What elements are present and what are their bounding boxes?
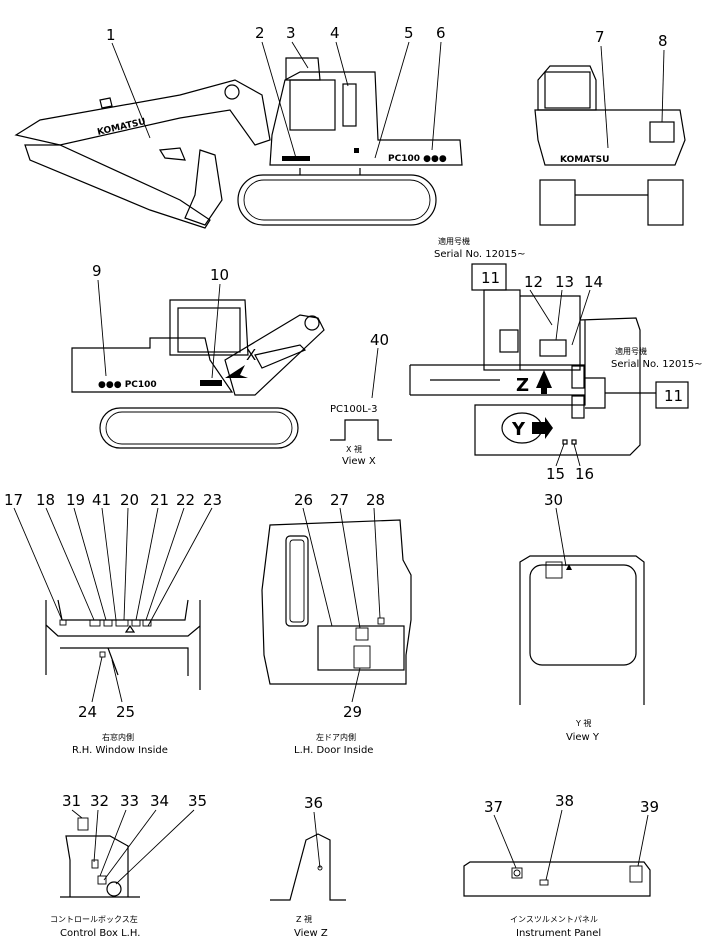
callout-40: 40 bbox=[370, 331, 389, 349]
callout-11a: 11 bbox=[481, 269, 500, 287]
rh-window-caption: R.H. Window Inside bbox=[72, 745, 168, 756]
callout-12: 12 bbox=[524, 273, 543, 291]
control-box-caption: Control Box L.H. bbox=[60, 928, 140, 939]
callout-5: 5 bbox=[404, 24, 414, 42]
view-x-arrow-label: X bbox=[246, 346, 256, 364]
callout-35: 35 bbox=[188, 792, 207, 810]
view-z-caption: View Z bbox=[294, 928, 328, 939]
serial-note-2: Serial No. 12015~ bbox=[611, 359, 702, 370]
view-z-arrow-label: Z bbox=[516, 375, 529, 396]
top-view-detail: 適用号機 Serial No. 12015~ 11 11 Z Y 適用号機 Se… bbox=[409, 236, 702, 483]
callout-32: 32 bbox=[90, 792, 109, 810]
callout-19: 19 bbox=[66, 491, 85, 509]
callout-7: 7 bbox=[595, 28, 605, 46]
view-x-caption: View X bbox=[342, 456, 376, 467]
serial-note-1: Serial No. 12015~ bbox=[434, 249, 525, 260]
callout-21: 21 bbox=[150, 491, 169, 509]
view-y-jp-caption: Y 視 bbox=[575, 719, 591, 728]
callout-28: 28 bbox=[366, 491, 385, 509]
callout-23: 23 bbox=[203, 491, 222, 509]
callout-30: 30 bbox=[544, 491, 563, 509]
callout-9: 9 bbox=[92, 262, 102, 280]
callout-39: 39 bbox=[640, 798, 659, 816]
callout-26: 26 bbox=[294, 491, 313, 509]
rear-komatsu-logo: KOMATSU bbox=[560, 155, 609, 165]
view-z-jp-caption: Z 視 bbox=[296, 915, 312, 924]
view-z: 36 Z 視 View Z bbox=[270, 794, 346, 939]
callout-13: 13 bbox=[555, 273, 574, 291]
view-x: 40 PC100L-3 X 視 View X bbox=[330, 331, 392, 467]
callout-36: 36 bbox=[304, 794, 323, 812]
boom-komatsu-logo: KOMATSU bbox=[96, 117, 146, 138]
model-decal-text: PC100L-3 bbox=[330, 404, 377, 415]
callout-6: 6 bbox=[436, 24, 446, 42]
control-box-jp-caption: コントロールボックス左 bbox=[50, 914, 138, 924]
callout-31: 31 bbox=[62, 792, 81, 810]
callout-29: 29 bbox=[343, 703, 362, 721]
callout-3: 3 bbox=[286, 24, 296, 42]
rh-window-jp-caption: 右窓内側 bbox=[102, 732, 134, 742]
excavator-left-view: ●●● PC100 X 9 10 bbox=[71, 262, 325, 449]
control-box-lh: 31 32 33 34 35 コントロールボックス左 Control Box L… bbox=[50, 792, 207, 939]
callout-20: 20 bbox=[120, 491, 139, 509]
callout-16: 16 bbox=[575, 465, 594, 483]
side-model-logo-left: ●●● PC100 bbox=[98, 380, 157, 390]
serial-jp-2: 適用号機 bbox=[615, 346, 647, 356]
callout-38: 38 bbox=[555, 792, 574, 810]
callout-25: 25 bbox=[116, 703, 135, 721]
callout-17: 17 bbox=[4, 491, 23, 509]
callout-14: 14 bbox=[584, 273, 603, 291]
callout-27: 27 bbox=[330, 491, 349, 509]
view-y-arrow-label: Y bbox=[511, 419, 526, 440]
callout-10: 10 bbox=[210, 266, 229, 284]
rh-window-inside: 17 18 19 41 20 21 22 23 24 25 右窓内側 R.H. … bbox=[4, 491, 222, 756]
callout-34: 34 bbox=[150, 792, 169, 810]
top-callouts: 1 2 3 4 5 6 7 8 bbox=[106, 24, 668, 159]
callout-33: 33 bbox=[120, 792, 139, 810]
callout-18: 18 bbox=[36, 491, 55, 509]
callout-15: 15 bbox=[546, 465, 565, 483]
callout-22: 22 bbox=[176, 491, 195, 509]
callout-11b: 11 bbox=[664, 387, 683, 405]
excavator-rear-view: KOMATSU KOMATSU bbox=[96, 65, 686, 226]
instrument-panel-jp-caption: インスツルメントパネル bbox=[510, 915, 598, 924]
callout-2: 2 bbox=[255, 24, 265, 42]
instrument-panel-caption: Instrument Panel bbox=[516, 928, 601, 939]
callout-8: 8 bbox=[658, 32, 668, 50]
lh-door-jp-caption: 左ドア内側 bbox=[316, 732, 356, 742]
callout-37: 37 bbox=[484, 798, 503, 816]
side-model-logo-right: PC100 ●●● bbox=[388, 154, 447, 164]
serial-jp-1: 適用号機 bbox=[438, 236, 470, 246]
instrument-panel: 37 38 39 インスツルメントパネル Instrument Panel bbox=[463, 792, 659, 939]
view-x-jp-caption: X 視 bbox=[346, 445, 362, 454]
view-y: 30 Y 視 View Y bbox=[519, 491, 645, 743]
callout-41: 41 bbox=[92, 491, 111, 509]
lh-door-caption: L.H. Door Inside bbox=[294, 745, 373, 756]
callout-4: 4 bbox=[330, 24, 340, 42]
callout-24: 24 bbox=[78, 703, 97, 721]
excavator-side-view: PC100 ●●● bbox=[14, 57, 463, 229]
lh-door-inside: 26 27 28 29 左ドア内側 L.H. Door Inside bbox=[261, 491, 412, 756]
view-y-caption: View Y bbox=[566, 732, 600, 743]
callout-1: 1 bbox=[106, 26, 116, 44]
